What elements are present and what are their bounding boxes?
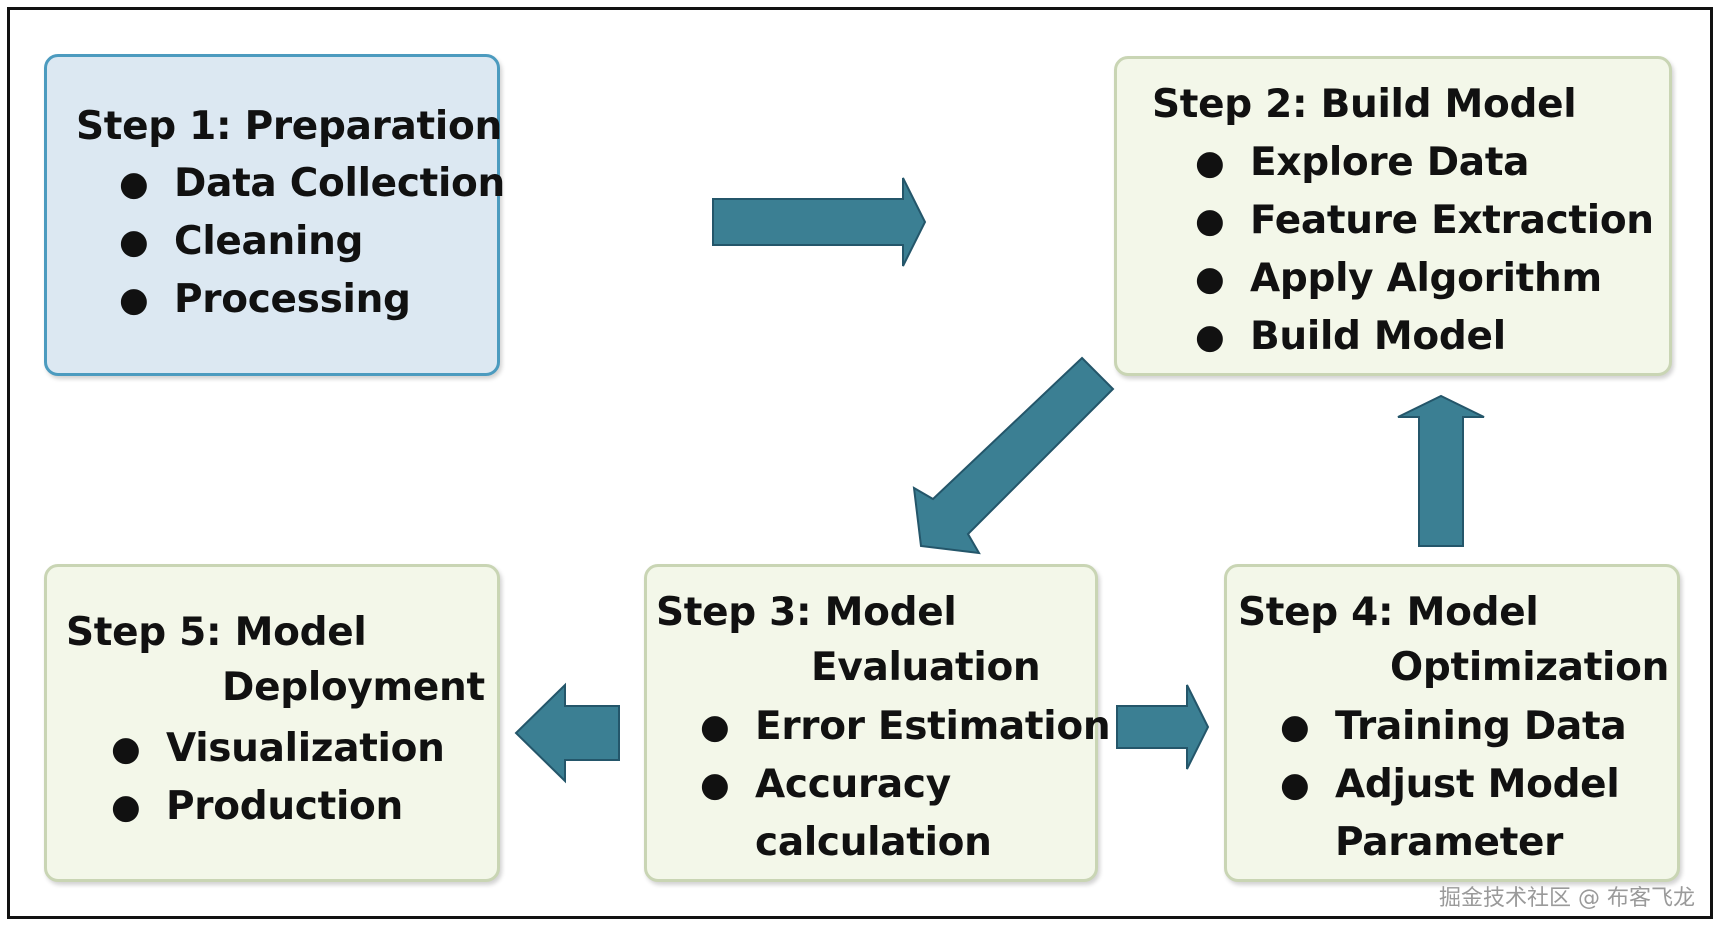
step1-item: ●Cleaning [119,213,505,271]
step4-item: ●Adjust Model [1280,756,1626,814]
step2-item: ●Apply Algorithm [1195,250,1654,308]
bullet-icon: ● [1280,707,1310,747]
step2-item: ●Build Model [1195,308,1654,366]
step3-item: ●Accuracy [700,756,1110,814]
arrow-up-step4-to-step2 [1397,394,1485,547]
bullet-icon: ● [1195,143,1225,183]
arrow-right-step3-to-step4 [1116,684,1210,770]
bullet-icon: ● [1280,765,1310,805]
bullet-icon: ● [1195,259,1225,299]
bullet-icon: ● [1195,317,1225,357]
bullet-icon: ● [119,222,149,262]
bullet-icon: ● [700,707,730,747]
step3-title-line1: Step 3: Model [656,590,957,635]
step4-title-line2: Optimization [1390,645,1670,690]
step5-item: ●Production [111,778,445,836]
step5-box [44,564,500,882]
step5-title-line2: Deployment [222,665,485,710]
arrow-left-step3-to-step5 [514,682,620,784]
step5-item: ●Visualization [111,720,445,778]
step3-title-line2: Evaluation [811,645,1041,690]
step5-title: Step 5: Model Deployment [66,610,485,710]
bullet-icon: ● [119,164,149,204]
step1-box [44,54,500,376]
step2-items: ●Explore Data ●Feature Extraction ●Apply… [1195,134,1654,366]
step4-title: Step 4: Model Optimization [1238,590,1669,690]
step2-item: ●Feature Extraction [1195,192,1654,250]
step1-item: ●Processing [119,271,505,329]
watermark-text: 掘金技术社区 @ 布客飞龙 [1439,886,1695,911]
step4-item: ●Training Data [1280,698,1627,756]
step5-title-line1: Step 5: Model [66,610,367,655]
step4-box [1224,564,1680,882]
step3-title: Step 3: Model Evaluation [656,590,1041,690]
step3-box [644,564,1098,882]
step2-box [1114,56,1672,376]
step4-title-line1: Step 4: Model [1238,590,1539,635]
bullet-icon: ● [111,787,141,827]
step2-title: Step 2: Build Model [1152,82,1577,127]
arrow-diagonal-step2-to-step3 [912,356,1115,555]
bullet-icon: ● [700,765,730,805]
bullet-icon: ● [119,280,149,320]
step1-item: ●Data Collection [119,155,505,213]
arrow-right-step1-to-step2 [712,177,927,267]
step1-items: ●Data Collection ●Cleaning ●Processing [119,155,505,329]
bullet-icon: ● [1195,201,1225,241]
step3-items: ●Error Estimation ●Accuracy calculation [700,698,1111,872]
step1-title: Step 1: Preparation [76,104,502,149]
step5-items: ●Visualization ●Production [111,720,445,836]
step3-item: ●Error Estimation [700,698,1111,756]
step4-item-continuation: Parameter [1335,820,1564,865]
bullet-icon: ● [111,729,141,769]
step4-items: ●Training Data ●Adjust Model Parameter [1280,698,1627,872]
step2-item: ●Explore Data [1195,134,1654,192]
step3-item-continuation: calculation [755,820,992,865]
